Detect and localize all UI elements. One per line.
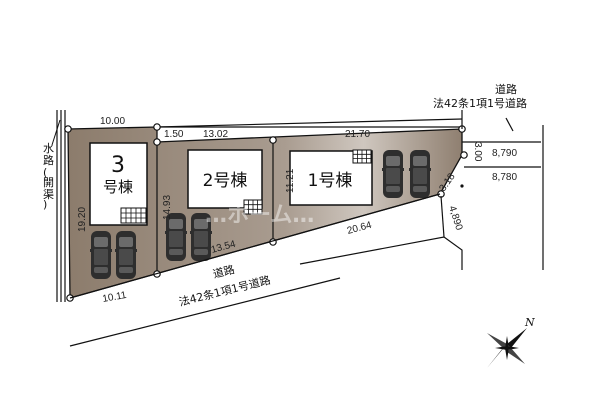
dim-diag-road: 4,890 (446, 205, 464, 233)
car-icon (90, 231, 112, 279)
dim-top-lot1: 21.70 (345, 129, 370, 140)
compass-icon: N (487, 316, 535, 368)
road-bottom-label-1: 道路 (211, 262, 236, 281)
building-2-label: 2号棟 (203, 171, 248, 191)
dim-lot2-divider: 14.93 (162, 195, 173, 220)
car-icon (115, 231, 137, 279)
compass-north-label: N (524, 316, 535, 329)
building-1-label: 1号棟 (308, 171, 353, 191)
dim-top-lot2: 13.02 (203, 129, 228, 140)
right-road-lines (299, 110, 544, 270)
dim-bottom-lot3: 10.11 (102, 290, 128, 305)
building-2 (187, 149, 263, 209)
boundary-markers (64, 123, 468, 302)
dim-left-side: 19.20 (77, 207, 88, 232)
road-top-label-1: 道路 (495, 82, 517, 96)
dim-bottom-lot1: 20.64 (346, 220, 373, 237)
bottom-road-lines (69, 193, 441, 347)
deck-icon-3 (120, 207, 147, 224)
dim-road-bottom: 8,780 (492, 172, 517, 183)
deck-icon-1 (352, 149, 372, 164)
waterway-lines (51, 110, 66, 302)
waterway-label: 水 路 ( 開 渠 ) (43, 142, 58, 211)
building-3-number: 3 (111, 153, 125, 178)
building-3-suffix: 号棟 (103, 178, 133, 196)
dim-right-side: 3.00 (472, 142, 483, 162)
dim-top-lot3: 10.00 (100, 116, 125, 127)
car-icon (382, 150, 404, 198)
dim-lot1-divider: 11.21 (285, 168, 296, 193)
watermark: …ホーム… (205, 203, 314, 228)
dim-top-gap: 1.50 (164, 129, 184, 140)
deck-icon-2 (243, 199, 263, 215)
top-boundary (156, 118, 463, 128)
car-icon (409, 150, 431, 198)
road-top-label-2: 法42条1項1号道路 (433, 96, 527, 110)
dim-road-top: 8,790 (492, 148, 517, 159)
